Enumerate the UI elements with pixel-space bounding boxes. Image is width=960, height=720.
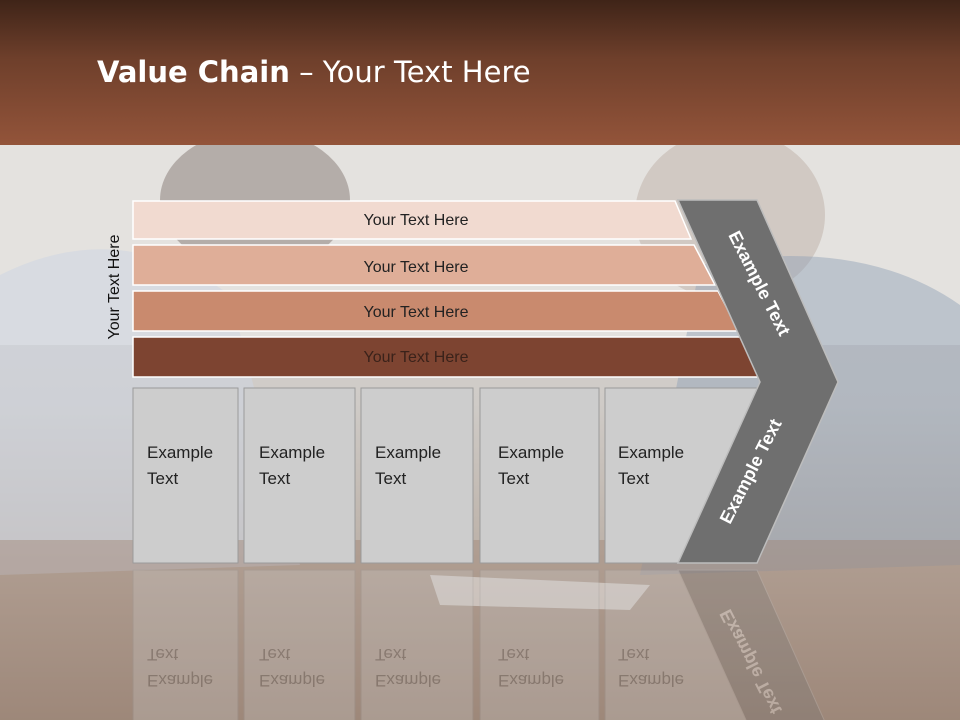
activity-box-4-line2: Text — [498, 469, 529, 488]
reflection-box-4 — [479, 569, 600, 720]
band-2-text: Your Text Here — [364, 259, 469, 276]
band-3[interactable]: Your Text Here — [132, 290, 741, 332]
activity-box-2[interactable]: Example Text — [243, 387, 356, 564]
margin-chevron-shape — [676, 199, 839, 564]
band-4-text: Your Text Here — [364, 349, 469, 366]
reflection-text-1b: Text — [147, 645, 178, 664]
activity-box-1[interactable]: Example Text — [132, 387, 239, 564]
band-1-text: Your Text Here — [364, 212, 469, 229]
activity-box-3-line2: Text — [375, 469, 406, 488]
reflection-text-1a: Example — [147, 671, 213, 690]
activity-box-5-line1: Example — [618, 443, 684, 462]
reflection-text-3a: Example — [375, 671, 441, 690]
band-2-shape — [132, 244, 717, 286]
band-3-text: Your Text Here — [364, 304, 469, 321]
reflection-box-3 — [360, 569, 474, 720]
band-4[interactable]: Your Text Here — [132, 336, 765, 378]
reflection-text-2a: Example — [259, 671, 325, 690]
activity-box-4-line1: Example — [498, 443, 564, 462]
activity-box-3[interactable]: Example Text — [360, 387, 474, 564]
activity-box-4-shape — [479, 387, 600, 564]
activity-box-2-line2: Text — [259, 469, 290, 488]
activity-box-3-shape — [360, 387, 474, 564]
band-1[interactable]: Your Text Here — [132, 200, 693, 240]
activity-box-1-line1: Example — [147, 443, 213, 462]
activity-box-1-line2: Text — [147, 469, 178, 488]
reflection-text-5a: Example — [618, 671, 684, 690]
slide-title[interactable]: Value Chain – Your Text Here — [97, 55, 531, 89]
activity-box-2-shape — [243, 387, 356, 564]
reflection-chevron — [677, 569, 825, 720]
reflection-box-5 — [604, 569, 750, 720]
reflection-text-2b: Text — [259, 645, 290, 664]
reflection-text-4b: Text — [498, 645, 529, 664]
diagram-reflection: Example Text Example Text Example Text E… — [132, 569, 825, 720]
reflection-text-4a: Example — [498, 671, 564, 690]
activity-box-5-line2: Text — [618, 469, 649, 488]
activity-box-3-line1: Example — [375, 443, 441, 462]
reflection-box-2 — [243, 569, 356, 720]
title-rest: – Your Text Here — [289, 55, 531, 89]
activity-box-2-line1: Example — [259, 443, 325, 462]
activity-box-1-shape — [132, 387, 239, 564]
margin-chevron[interactable]: Example Text Example Text — [676, 199, 839, 564]
activity-box-4[interactable]: Example Text — [479, 387, 600, 564]
reflection-box-1 — [132, 569, 239, 720]
reflection-text-3b: Text — [375, 645, 406, 664]
band-2[interactable]: Your Text Here — [132, 244, 717, 286]
header-bar — [0, 0, 960, 145]
title-bold: Value Chain — [97, 55, 290, 89]
band-1-shape — [132, 200, 693, 240]
reflection-text-5b: Text — [618, 645, 649, 664]
